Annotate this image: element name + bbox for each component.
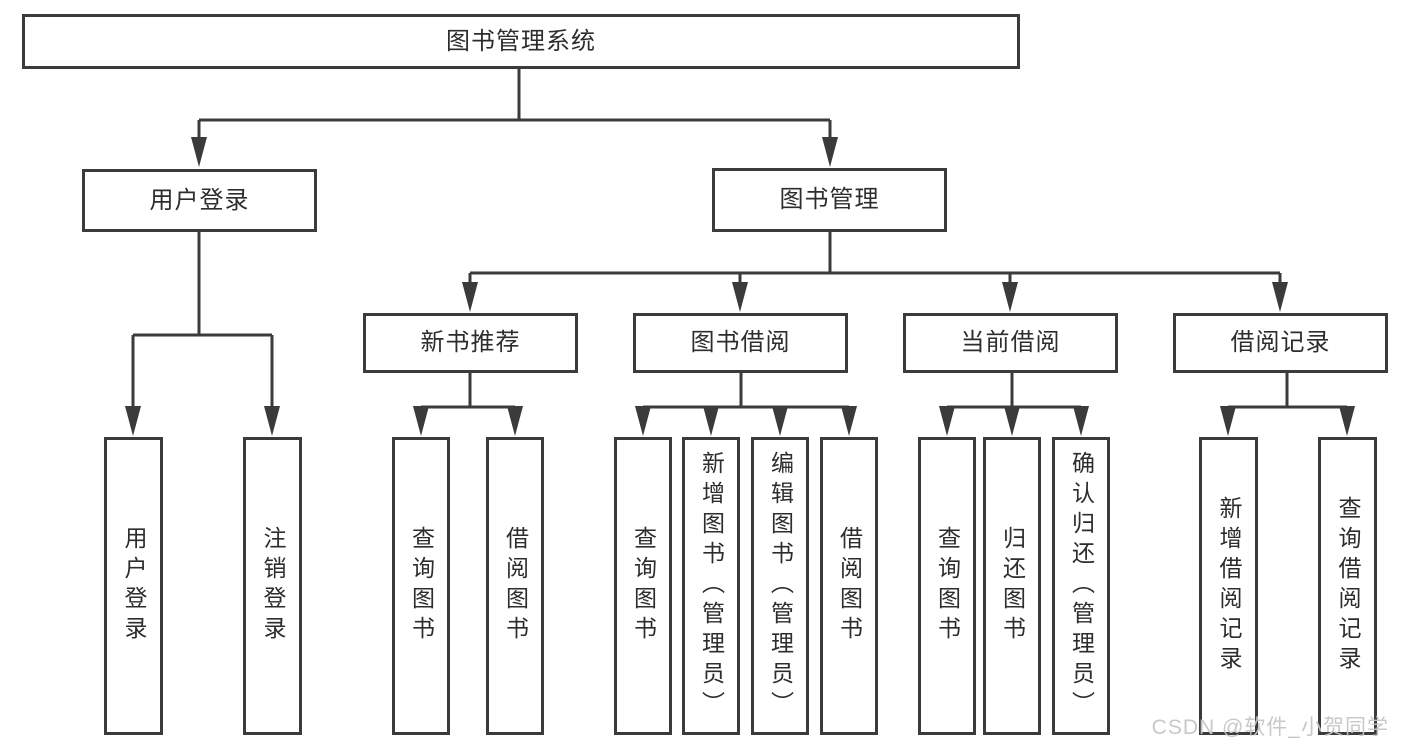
leaf-query-books-borrow: 查询图书 xyxy=(614,437,672,735)
watermark: CSDN @软件_小贺同学 xyxy=(1151,716,1389,739)
node-book-borrow: 图书借阅 xyxy=(633,313,848,373)
node-current-borrow: 当前借阅 xyxy=(903,313,1118,373)
node-label: 用户登录 xyxy=(149,186,250,214)
leaf-return-book: 归还图书 xyxy=(983,437,1041,735)
arrowhead-icon xyxy=(822,137,838,167)
node-label: 归还图书 xyxy=(999,526,1026,646)
arrowhead-icon xyxy=(1073,406,1089,436)
node-library-management-system: 图书管理系统 xyxy=(22,14,1020,69)
node-label: 图书借阅 xyxy=(690,329,791,356)
leaf-user-login: 用户登录 xyxy=(104,437,163,735)
node-label: 查询借阅记录 xyxy=(1335,496,1361,676)
arrowhead-icon xyxy=(703,406,719,436)
node-label: 当前借阅 xyxy=(960,329,1061,356)
leaf-query-books-recommend: 查询图书 xyxy=(392,437,450,735)
node-label: 查询图书 xyxy=(630,526,657,646)
leaf-edit-book-admin: 编辑图书（管理员） xyxy=(751,437,809,735)
arrowhead-icon xyxy=(1272,282,1288,312)
leaf-add-borrow-record: 新增借阅记录 xyxy=(1199,437,1258,735)
node-label: 查询图书 xyxy=(408,526,435,646)
node-new-book-recommend: 新书推荐 xyxy=(363,313,578,373)
leaf-logout: 注销登录 xyxy=(243,437,302,735)
arrowhead-icon xyxy=(939,406,955,436)
arrowhead-icon xyxy=(1004,406,1020,436)
arrowhead-icon xyxy=(1220,406,1236,436)
leaf-query-books-current: 查询图书 xyxy=(918,437,976,735)
node-label: 图书管理 xyxy=(779,186,880,213)
arrowhead-icon xyxy=(732,282,748,312)
arrowhead-icon xyxy=(1339,406,1355,436)
node-label: 借阅图书 xyxy=(836,526,863,646)
node-label: 借阅图书 xyxy=(502,526,529,646)
arrowhead-icon xyxy=(462,282,478,312)
node-label: 图书管理系统 xyxy=(446,27,596,55)
arrowhead-icon xyxy=(772,406,788,436)
leaf-borrow-books: 借阅图书 xyxy=(820,437,878,735)
leaf-add-book-admin: 新增图书（管理员） xyxy=(682,437,740,735)
leaf-borrow-books-recommend: 借阅图书 xyxy=(486,437,544,735)
node-label: 确认归还（管理员） xyxy=(1068,451,1095,721)
arrowhead-icon xyxy=(125,406,141,436)
leaf-query-borrow-record: 查询借阅记录 xyxy=(1318,437,1377,735)
arrowhead-icon xyxy=(1002,282,1018,312)
leaf-confirm-return-admin: 确认归还（管理员） xyxy=(1052,437,1110,735)
arrowhead-icon xyxy=(413,406,429,436)
arrowhead-icon xyxy=(635,406,651,436)
arrowhead-icon xyxy=(841,406,857,436)
node-label: 新书推荐 xyxy=(420,329,521,356)
node-book-management: 图书管理 xyxy=(712,168,947,232)
arrowhead-icon xyxy=(264,406,280,436)
node-user-login: 用户登录 xyxy=(82,169,317,232)
node-label: 查询图书 xyxy=(934,526,961,646)
node-label: 用户登录 xyxy=(121,526,147,646)
node-label: 新增借阅记录 xyxy=(1216,496,1242,676)
node-label: 编辑图书（管理员） xyxy=(767,451,794,721)
node-label: 借阅记录 xyxy=(1230,329,1331,356)
node-borrow-records: 借阅记录 xyxy=(1173,313,1388,373)
arrowhead-icon xyxy=(191,137,207,167)
node-label: 新增图书（管理员） xyxy=(698,451,725,721)
arrowhead-icon xyxy=(507,406,523,436)
node-label: 注销登录 xyxy=(260,526,286,646)
